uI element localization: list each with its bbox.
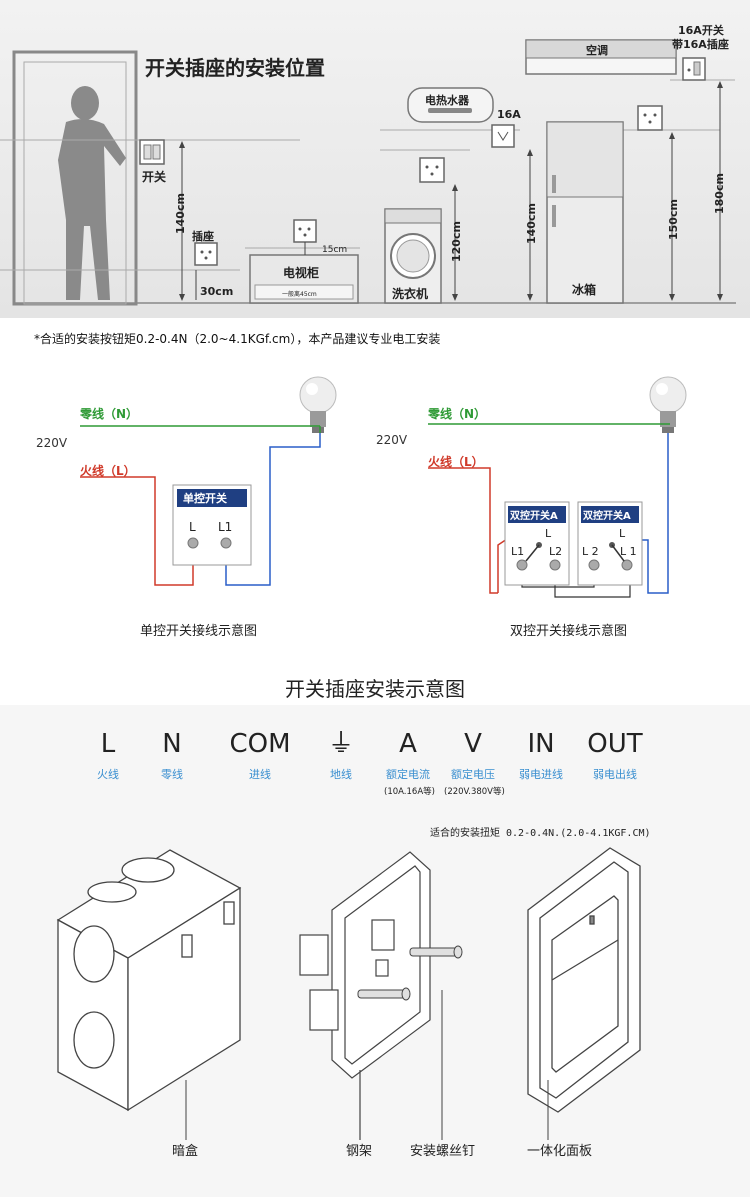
torque-spec: 适合的安装扭矩 0.2-0.4N.(2.0-4.1KGF.CM) — [430, 828, 651, 839]
single-neutral-label: 零线（N） — [80, 407, 139, 421]
double-switch-a-title: 双控开关A — [510, 511, 558, 522]
tv-cabinet-label: 电视柜 — [283, 266, 320, 280]
single-caption: 单控开关接线示意图 — [140, 624, 258, 639]
dim-150: 150cm — [667, 199, 680, 240]
a-term-l1: L1 — [511, 545, 525, 558]
single-voltage-label: 220V — [36, 436, 68, 450]
water-heater — [407, 87, 494, 123]
dim-30: 30cm — [200, 285, 234, 298]
steel-frame-drawing — [299, 851, 431, 1140]
single-term-l: L — [189, 520, 196, 534]
screw-drawing — [357, 945, 463, 1001]
a-term-l: L — [545, 527, 552, 540]
double-live-label: 火线（L） — [428, 455, 484, 469]
a-term-l2: L2 — [549, 545, 563, 558]
single-term-l1: L1 — [218, 520, 233, 534]
socket-label: 插座 — [192, 230, 214, 243]
part-box: 暗盒 — [172, 1144, 199, 1159]
tv-note: 一般离45cm — [282, 291, 317, 298]
part-frame: 钢架 — [346, 1144, 373, 1159]
bulb-icon-2 — [649, 376, 687, 433]
double-switch-b-title: 双控开关A — [583, 511, 631, 522]
install-scene — [0, 39, 736, 306]
ac-socket-label-1: 16A开关 — [678, 24, 724, 37]
symbol-a-sub: (10A.16A等) — [384, 787, 435, 797]
back-box-drawing — [56, 849, 242, 1112]
dim-15: 15cm — [322, 245, 348, 255]
section-title: 开关插座安装示意图 — [285, 677, 465, 701]
bulb-icon — [299, 376, 337, 433]
heater-socket — [491, 124, 515, 148]
assembly-drawing — [56, 847, 641, 1140]
washer-label: 洗衣机 — [392, 287, 429, 301]
part-screw: 安装螺丝钉 — [410, 1144, 476, 1159]
dim-180: 180cm — [713, 173, 726, 214]
person-silhouette — [58, 86, 126, 300]
aircon-label: 空调 — [586, 44, 608, 57]
ac-socket-label-2: 带16A插座 — [672, 38, 729, 51]
torque-note: *合适的安装按钮矩0.2-0.4N（2.0~4.1KGf.cm），本产品建议专业… — [34, 332, 441, 346]
panel-drawing — [527, 847, 641, 1113]
wiring-diagrams — [80, 376, 687, 598]
symbol-v-sub: (220V.380V等) — [444, 787, 505, 797]
single-live-label: 火线（L） — [80, 464, 136, 478]
fridge-socket — [637, 105, 663, 131]
single-switch-wiring — [80, 376, 337, 586]
fridge-label: 冰箱 — [572, 283, 597, 297]
single-switch-title: 单控开关 — [183, 492, 227, 505]
amp16-label: 16A — [497, 108, 521, 121]
install-title: 开关插座的安装位置 — [145, 56, 325, 80]
double-neutral-label: 零线（N） — [428, 407, 487, 421]
switch-label: 开关 — [142, 170, 167, 184]
dim-140-heater: 140cm — [525, 203, 538, 244]
b-term-l2: L 2 — [582, 545, 599, 558]
install-height-diagram: 开关插座的安装位置 开关 140cm 插座 30cm 15cm 电视柜 一般离4… — [0, 0, 750, 318]
b-term-l: L — [619, 527, 626, 540]
double-switch-wiring — [428, 376, 687, 598]
dim-120: 120cm — [450, 221, 463, 262]
double-voltage-label: 220V — [376, 433, 408, 447]
b-term-l1: L 1 — [620, 545, 637, 558]
part-panel: 一体化面板 — [527, 1144, 593, 1159]
tv-socket — [293, 219, 317, 243]
washer-socket — [419, 157, 445, 183]
double-caption: 双控开关接线示意图 — [510, 624, 628, 639]
heater-label: 电热水器 — [425, 94, 469, 107]
socket-plate — [194, 242, 218, 266]
symbol-ground: ⏚地线 — [327, 729, 354, 781]
